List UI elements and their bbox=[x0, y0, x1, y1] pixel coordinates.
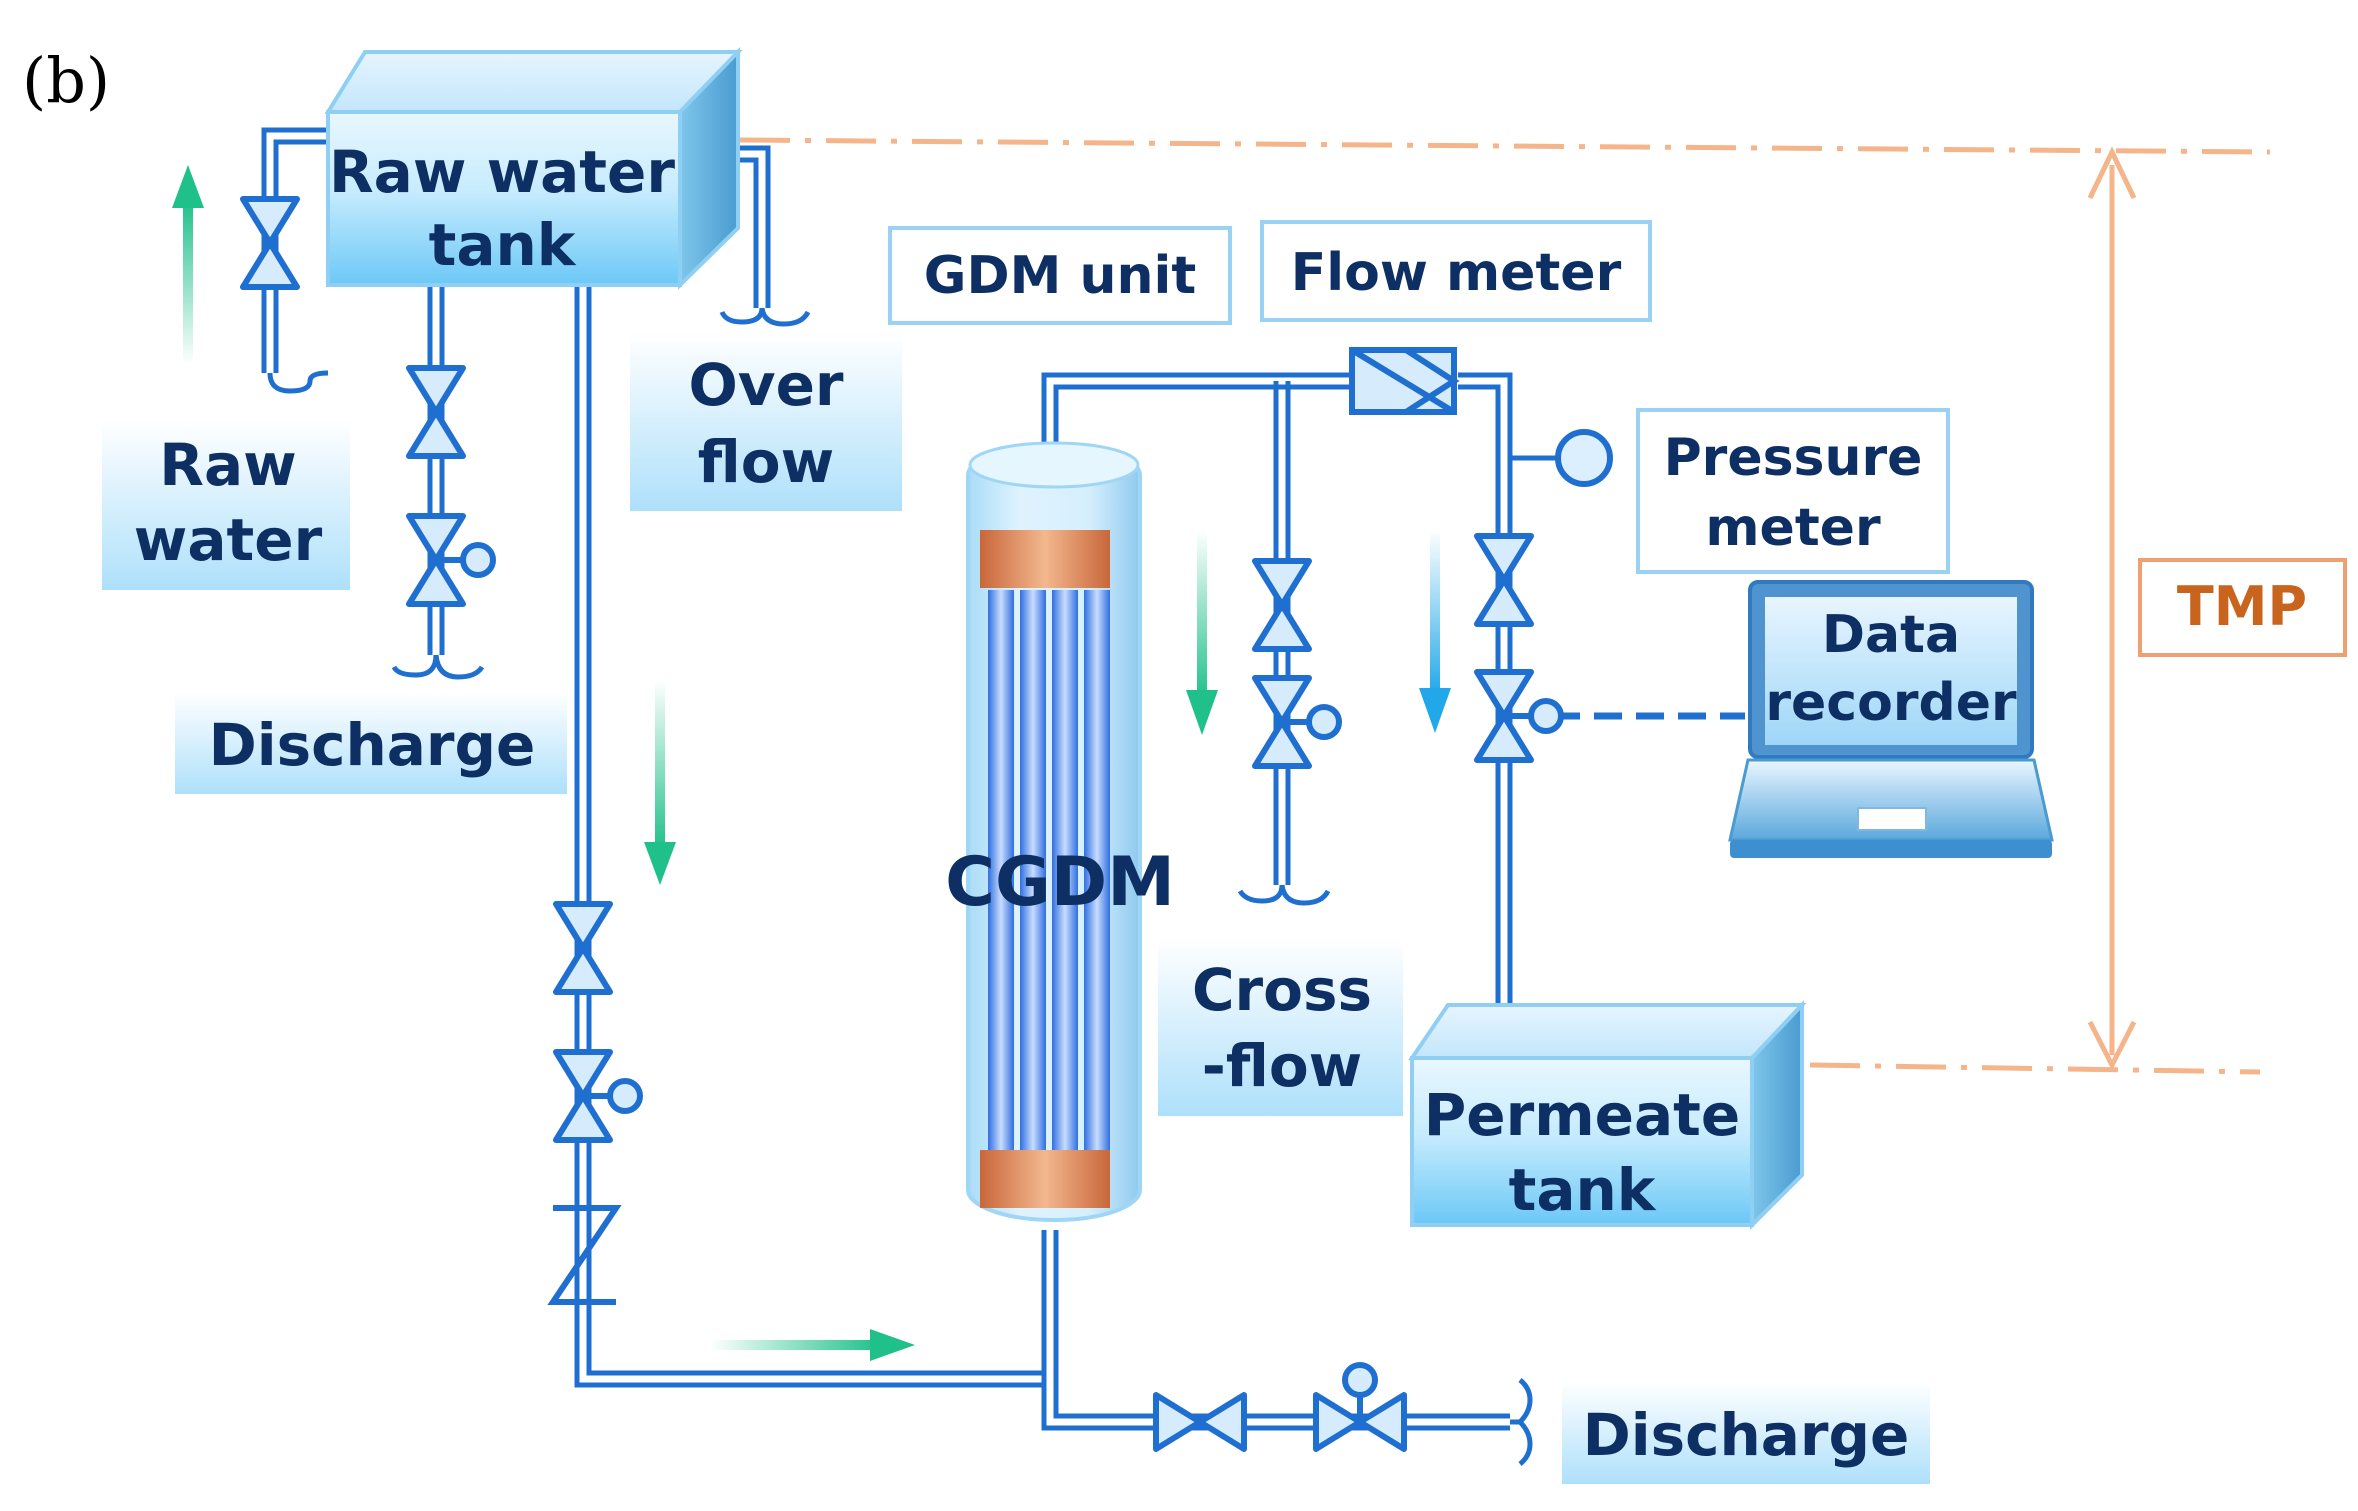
gdm-unit-label: GDM unit bbox=[924, 246, 1196, 306]
gdm-unit-label-box: GDM unit bbox=[888, 226, 1232, 325]
cross-flow-label-1: Cross bbox=[1192, 956, 1372, 1024]
check-valve-icon bbox=[547, 1205, 622, 1305]
flow-meter-label: Flow meter bbox=[1291, 243, 1622, 303]
pressure-gauge-icon bbox=[1555, 429, 1613, 487]
permeate-tank: Permeate tank bbox=[1408, 999, 1807, 1230]
flow-arrows bbox=[172, 165, 1451, 1361]
permeate-tank-label-1: Permeate bbox=[1424, 1081, 1740, 1149]
overflow-label-1: Over bbox=[688, 351, 843, 419]
discharge-left-label: Discharge bbox=[209, 711, 536, 779]
discharge-bottom-label: Discharge bbox=[1583, 1401, 1910, 1469]
discharge-bottom-label-box: Discharge bbox=[1562, 1382, 1930, 1484]
raw-water-tank-label-2: tank bbox=[429, 211, 577, 279]
pressure-meter-label-1: Pressure bbox=[1664, 428, 1923, 488]
data-recorder-laptop: Data recorder bbox=[1728, 580, 2054, 858]
cgdm-membrane-module: CGDM bbox=[945, 441, 1175, 1222]
raw-water-tank-label-1: Raw water bbox=[329, 138, 675, 206]
tmp-label-box: TMP bbox=[2138, 558, 2347, 657]
cgdm-label: CGDM bbox=[945, 843, 1175, 922]
permeate-tank-label-2: tank bbox=[1509, 1156, 1657, 1224]
outlets bbox=[267, 307, 1533, 1466]
overflow-label-2: flow bbox=[698, 428, 834, 496]
raw-water-label-2: water bbox=[134, 506, 323, 574]
pressure-meter-label-2: meter bbox=[1705, 498, 1881, 558]
cross-flow-label-2: -flow bbox=[1202, 1032, 1363, 1100]
flow-meter-label-box: Flow meter bbox=[1260, 220, 1652, 322]
discharge-left-label-box: Discharge bbox=[175, 692, 567, 794]
overflow-label-box: Over flow bbox=[630, 333, 902, 511]
data-recorder-label-2: recorder bbox=[1765, 673, 2017, 733]
tmp-label: TMP bbox=[2177, 575, 2307, 638]
flow-meter-icon bbox=[1349, 347, 1460, 415]
panel-label: (b) bbox=[22, 44, 110, 117]
tmp-reference-lines bbox=[739, 137, 2271, 1075]
pressure-meter-label-box: Pressure meter bbox=[1636, 408, 1950, 574]
raw-water-tank: Raw water tank bbox=[324, 47, 743, 290]
cross-flow-label-box: Cross -flow bbox=[1158, 938, 1403, 1116]
data-recorder-label-1: Data bbox=[1822, 605, 1960, 665]
raw-water-label-1: Raw bbox=[159, 431, 296, 499]
raw-water-label-box: Raw water bbox=[102, 420, 350, 590]
